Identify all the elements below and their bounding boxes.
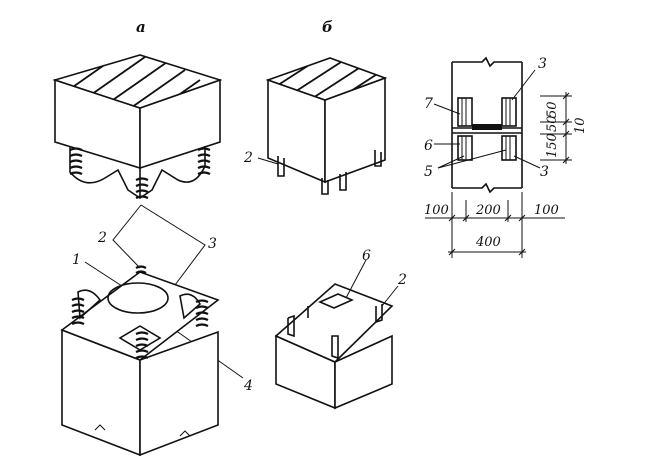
dim-50-top: 50 (545, 101, 560, 118)
section-detail (425, 56, 572, 258)
callout-section-3-top: 3 (538, 56, 547, 72)
rebar-coil-lower-center (135, 331, 149, 360)
dim-400: 400 (475, 235, 501, 250)
rebar-coil-lower-left (71, 297, 85, 326)
rebar-coil-lower-right (195, 299, 209, 328)
callout-b-2-bottom: 2 (397, 272, 407, 288)
callout-b-6: 6 (362, 248, 371, 264)
callout-section-6: 6 (424, 138, 433, 154)
dim-50-mid: 50 (545, 115, 560, 132)
dim-100-right: 100 (534, 203, 559, 218)
callout-a-2: 2 (97, 230, 107, 246)
panel-label-a: а (136, 18, 146, 36)
plate-6-left (457, 135, 473, 161)
panel-label-b: б (322, 18, 333, 36)
dim-10: 10 (573, 117, 588, 134)
dim-100-left: 100 (424, 203, 449, 218)
plate-3-right-top (501, 97, 517, 127)
callout-section-7: 7 (424, 96, 433, 112)
rebar-coil-right (197, 147, 211, 176)
plate-6 (318, 293, 354, 309)
socket-ellipse (107, 282, 169, 314)
column-b-lower (274, 259, 399, 410)
callout-section-3-bottom: 3 (540, 164, 549, 180)
callout-a-3: 3 (208, 236, 217, 252)
callout-b-2-top: 2 (243, 150, 253, 166)
callout-a-1: 1 (72, 252, 81, 268)
callout-section-5: 5 (424, 164, 433, 180)
callout-a-4: 4 (243, 378, 253, 394)
dim-200: 200 (475, 203, 501, 218)
column-a-upper (52, 54, 223, 200)
rebar-coil-center (135, 177, 149, 200)
column-b-upper (257, 57, 388, 195)
rebar-coil-left (69, 147, 83, 176)
dim-150: 150 (545, 133, 560, 158)
plate-7-left (457, 97, 473, 127)
column-a-lower (60, 265, 220, 457)
